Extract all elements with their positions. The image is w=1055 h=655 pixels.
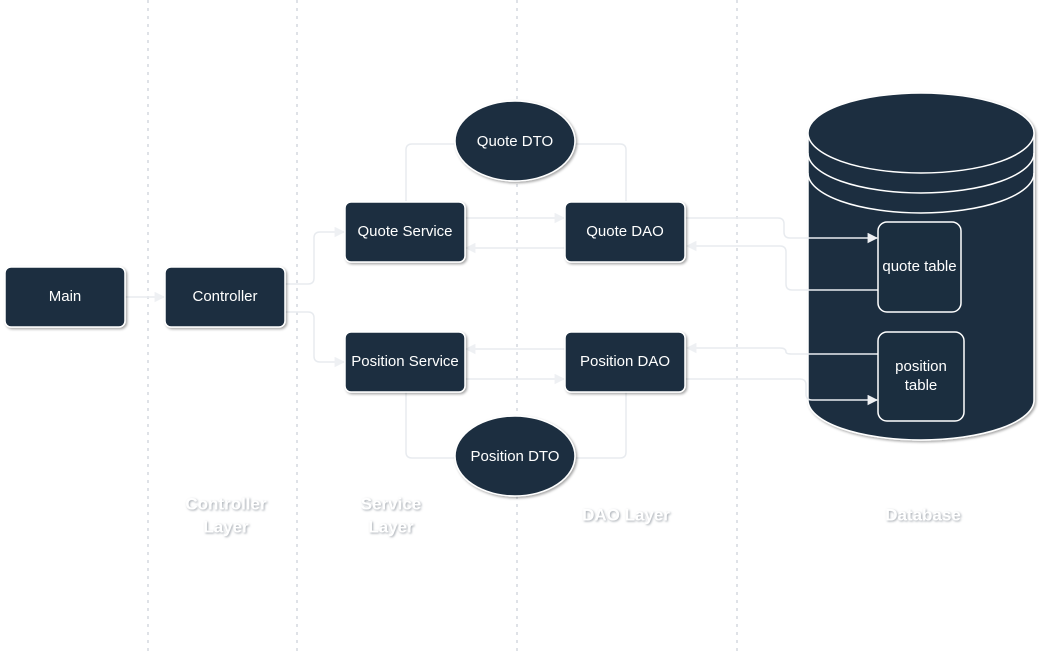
quote-table-node-shape: [877, 221, 962, 313]
quote-dto-shape: [454, 100, 576, 182]
quote-service-node-label: Quote Service: [357, 223, 452, 240]
controller-layer-label-line-2: Layer: [203, 517, 249, 536]
connector-quote-table-to-dao: [685, 240, 878, 291]
quote-dto-label: Quote DTO: [477, 133, 553, 150]
controller-node-shape: [164, 266, 286, 328]
connector-controller-position-service: [285, 311, 346, 368]
position-table-label-line-2: table: [905, 377, 938, 394]
layer-labels: Controller Layer Service Layer DAO Layer…: [185, 494, 960, 536]
position-dao-node-shape: [564, 331, 686, 393]
position-table-node[interactable]: position table: [877, 331, 965, 422]
database-top: [807, 92, 1035, 174]
quote-dto[interactable]: Quote DTO: [454, 100, 576, 182]
connector-quote-service-dto: [405, 143, 456, 201]
quote-dao-node-label: Quote DAO: [586, 223, 664, 240]
position-table-node-shape: [877, 331, 965, 422]
position-dao-node-label: Position DAO: [580, 353, 670, 370]
connector-position-dto-dao: [575, 392, 627, 459]
position-table-label-line-1: position: [895, 358, 947, 375]
main-node-shape: [4, 266, 126, 328]
position-service-node-shape: [344, 331, 466, 393]
database-ring: [807, 172, 1035, 214]
quote-service-node[interactable]: Quote Service: [344, 201, 466, 263]
quote-service-node-shape: [344, 201, 466, 263]
dao-layer-label: DAO Layer: [582, 505, 670, 524]
quote-dao-node[interactable]: Quote DAO: [564, 201, 686, 263]
position-dto-shape: [454, 415, 576, 497]
quote-table-node[interactable]: quote table: [877, 221, 962, 313]
main-node-label: Main: [49, 288, 82, 305]
lane-dividers: [147, 0, 738, 655]
position-dto[interactable]: Position DTO: [454, 415, 576, 497]
position-service-node-label: Position Service: [351, 353, 459, 370]
service-layer-label-line-2: Layer: [368, 517, 414, 536]
quote-dao-node-shape: [564, 201, 686, 263]
connector-controller-quote-service: [285, 226, 346, 285]
connector-position-service-dto: [405, 392, 456, 459]
controller-layer-label-line-1: Controller: [185, 494, 267, 513]
connector-position-dao-to-table: [685, 378, 879, 406]
connector-quote-dao-to-table: [685, 217, 879, 244]
service-layer-label-line-1: Service: [361, 494, 422, 513]
position-service-node[interactable]: Position Service: [344, 331, 466, 393]
connectors: [125, 143, 879, 459]
position-dto-label: Position DTO: [471, 448, 560, 465]
connector-position-table-to-dao: [685, 342, 878, 355]
database-layer-label: Database: [885, 505, 961, 524]
position-dao-node[interactable]: Position DAO: [564, 331, 686, 393]
quote-table-node-label: quote table: [882, 258, 956, 275]
database-ring: [807, 152, 1035, 194]
connector-quote-dto-dao: [575, 143, 627, 201]
main-node[interactable]: Main: [4, 266, 126, 328]
controller-node-label: Controller: [192, 288, 257, 305]
controller-node[interactable]: Controller: [164, 266, 286, 328]
